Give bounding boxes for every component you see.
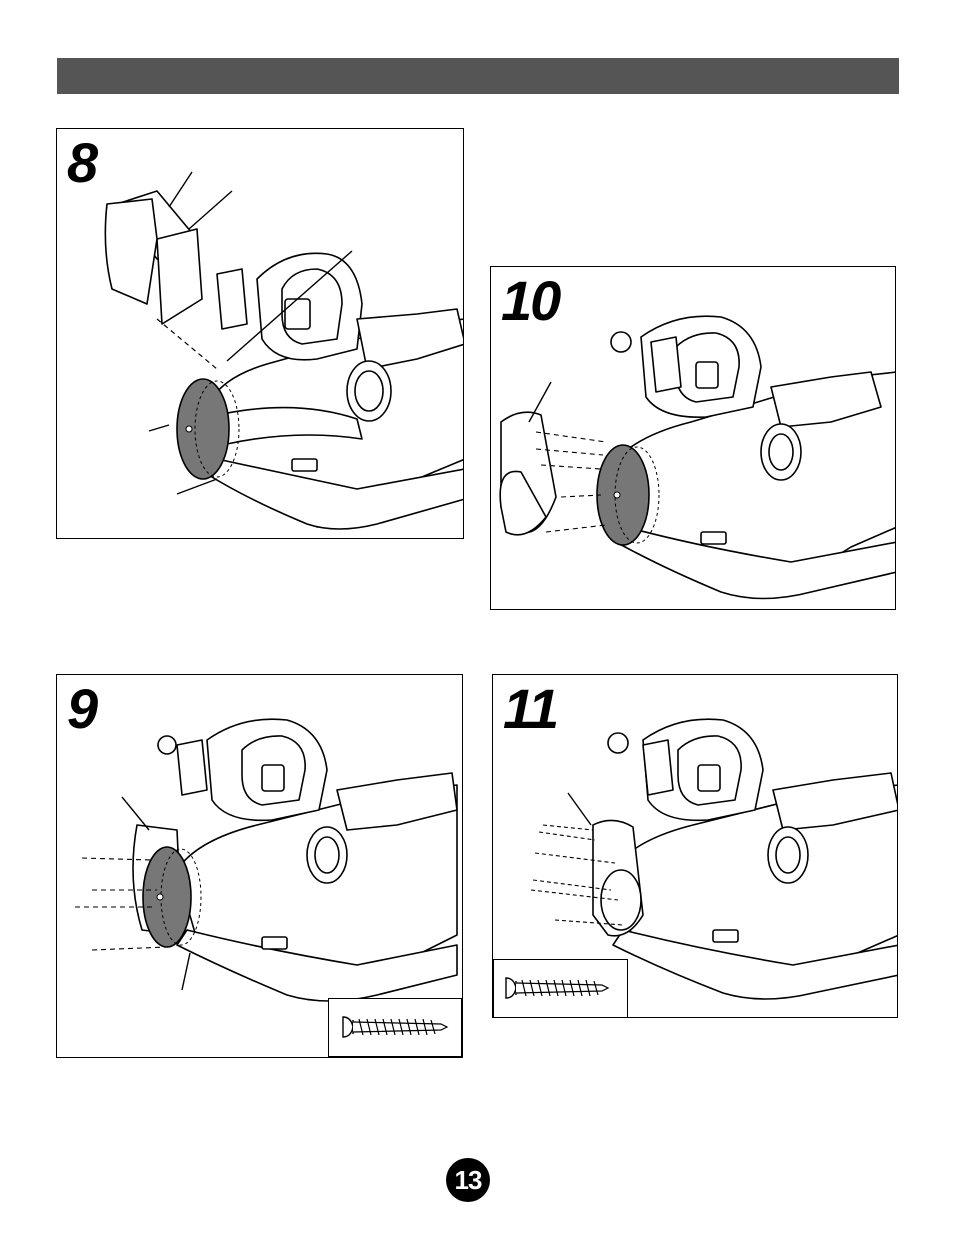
step-8-panel: 8: [56, 128, 464, 539]
screw-icon: [329, 999, 461, 1056]
step-11-panel: 11: [492, 674, 898, 1018]
screw-callout-box: [328, 998, 462, 1057]
screw-icon: [494, 960, 626, 1017]
screw-callout-box-11: [493, 959, 628, 1018]
step-9-panel: 9: [56, 674, 463, 1058]
step-10-panel: 10: [490, 266, 896, 610]
step-8-illustration: [57, 129, 464, 539]
step-10-illustration: [491, 267, 896, 610]
header-bar: [57, 58, 899, 94]
page-number: 13: [446, 1158, 490, 1202]
